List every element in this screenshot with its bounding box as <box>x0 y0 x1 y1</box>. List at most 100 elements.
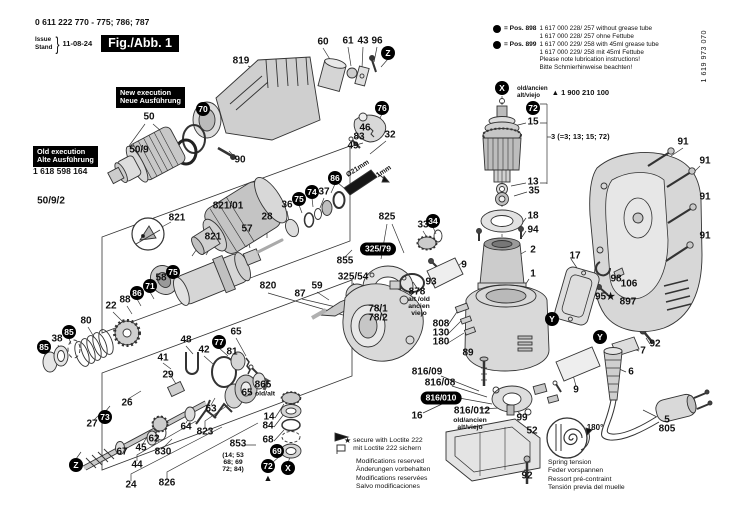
part-badge: 69 <box>270 444 284 458</box>
part-label: 96 <box>371 35 383 47</box>
part-badge: X <box>495 81 509 95</box>
part-label: 60 <box>317 36 329 48</box>
part-label: 65 <box>241 387 253 399</box>
part-label: Ø21mm <box>345 158 371 179</box>
part-badge: 77 <box>212 335 226 349</box>
part-label: 821/01 <box>212 200 244 212</box>
part-badge: Z <box>381 46 395 60</box>
part-label: 93 <box>425 276 437 288</box>
part-label: 865 <box>254 379 272 391</box>
part-label: 28 <box>261 211 273 223</box>
legend-lines-899: 1 617 000 229/ 258 with 45ml grease tube… <box>539 41 659 71</box>
section-frames <box>101 145 353 471</box>
armature-group-note: 3 (=3; 13; 15; 72) <box>551 132 610 141</box>
part-label: 37 <box>318 186 330 198</box>
part-label: 816/012 <box>453 405 491 417</box>
part-label: 13 <box>527 176 539 188</box>
part-badge: X <box>281 461 295 475</box>
part-label: 42 <box>198 344 210 356</box>
legend-pos-899: = Pos. 899 <box>504 41 537 49</box>
part-label: 67 <box>116 446 128 458</box>
part-badge: 75 <box>292 192 306 206</box>
part-label: 26 <box>121 397 133 409</box>
part-label: 808 <box>432 318 450 330</box>
detail-circle-821 <box>131 217 165 251</box>
issue-label-de: Stand <box>35 43 53 51</box>
part-label: 38 <box>51 333 63 345</box>
part-label: 29 <box>162 369 174 381</box>
part-label: 24 <box>125 479 137 491</box>
lower-housing-drawing <box>445 418 541 484</box>
part-label: 91 <box>677 136 689 148</box>
issue-label-en: Issue <box>35 36 52 44</box>
part-label: 63 <box>205 403 217 415</box>
old-part-code: ▲ 1 900 210 100 <box>551 87 610 97</box>
spring-tension-detail <box>546 417 593 459</box>
hammer-mechanism-row <box>42 191 346 373</box>
brush-plate-drawing <box>491 380 562 416</box>
part-badge: Y <box>545 312 559 326</box>
part-label: 50/9/2 <box>37 195 65 207</box>
star-icon: ★ <box>344 436 352 445</box>
part-label: ▲ <box>263 473 273 484</box>
part-label: 106 <box>620 278 638 290</box>
part-label: 823 <box>196 426 214 438</box>
armature-drawing <box>426 96 601 386</box>
figure-label: Fig./Abb. 1 <box>101 35 180 52</box>
part-label: 16 <box>411 410 423 422</box>
part-badge: 73 <box>98 410 112 424</box>
part-label: 1mm <box>375 164 393 180</box>
part-label: 130 <box>432 327 450 339</box>
type-codes: 0 611 222 770 - 775; 786; 787 <box>35 17 150 27</box>
part-label: 50/9 <box>129 144 149 156</box>
part-label: 17 <box>569 250 581 262</box>
part-label: 64 <box>180 421 192 433</box>
part-label: 92 <box>649 338 661 350</box>
part-label: 91 <box>699 191 711 203</box>
part-label: 98 <box>610 273 622 285</box>
part-label: 57 <box>241 223 253 235</box>
part-label: 68 <box>262 434 274 446</box>
part-badge: 71 <box>143 279 157 293</box>
part-label: 49 <box>347 140 359 152</box>
part-badge: 85 <box>37 340 51 354</box>
chuck-old-drawing <box>149 177 288 295</box>
part-label: 99 <box>516 412 528 424</box>
part-note: old/ancien alt/viejo <box>453 416 487 431</box>
part-label: 826 <box>158 477 176 489</box>
part-note: (14; 53 68; 69 72; 84) <box>222 452 244 474</box>
part-badge: 85 <box>62 325 76 339</box>
part-label: 92 <box>521 470 533 482</box>
part-label: 1 <box>530 268 536 280</box>
part-label: 89 <box>462 347 474 359</box>
part-label: 52 <box>526 425 538 437</box>
part-label: 46 <box>359 122 371 134</box>
drill-body-drawing <box>174 55 387 166</box>
part-note: old/alt <box>254 390 276 398</box>
cover-17-drawing <box>554 266 600 326</box>
part-label: 62 <box>148 433 160 445</box>
part-label: 48 <box>180 334 192 346</box>
chuck-new-drawing <box>107 126 186 185</box>
part-label: 80 <box>80 315 92 327</box>
part-label: 855 <box>336 255 354 267</box>
part-label: 81 <box>226 346 238 358</box>
part-label: 180 <box>432 336 450 348</box>
part-label: 61 <box>342 35 354 47</box>
part-badge: 325/79 <box>360 242 396 256</box>
issue-date: 11-08-24 <box>62 39 93 48</box>
rear-housing-drawing <box>589 147 703 332</box>
part-badge: 74 <box>305 185 319 199</box>
part-label: 90 <box>234 154 246 166</box>
part-label: 2 <box>530 244 536 256</box>
crank-housing-drawing <box>342 280 424 362</box>
power-cord-drawing <box>601 327 713 441</box>
part-label: 58 <box>155 272 167 284</box>
